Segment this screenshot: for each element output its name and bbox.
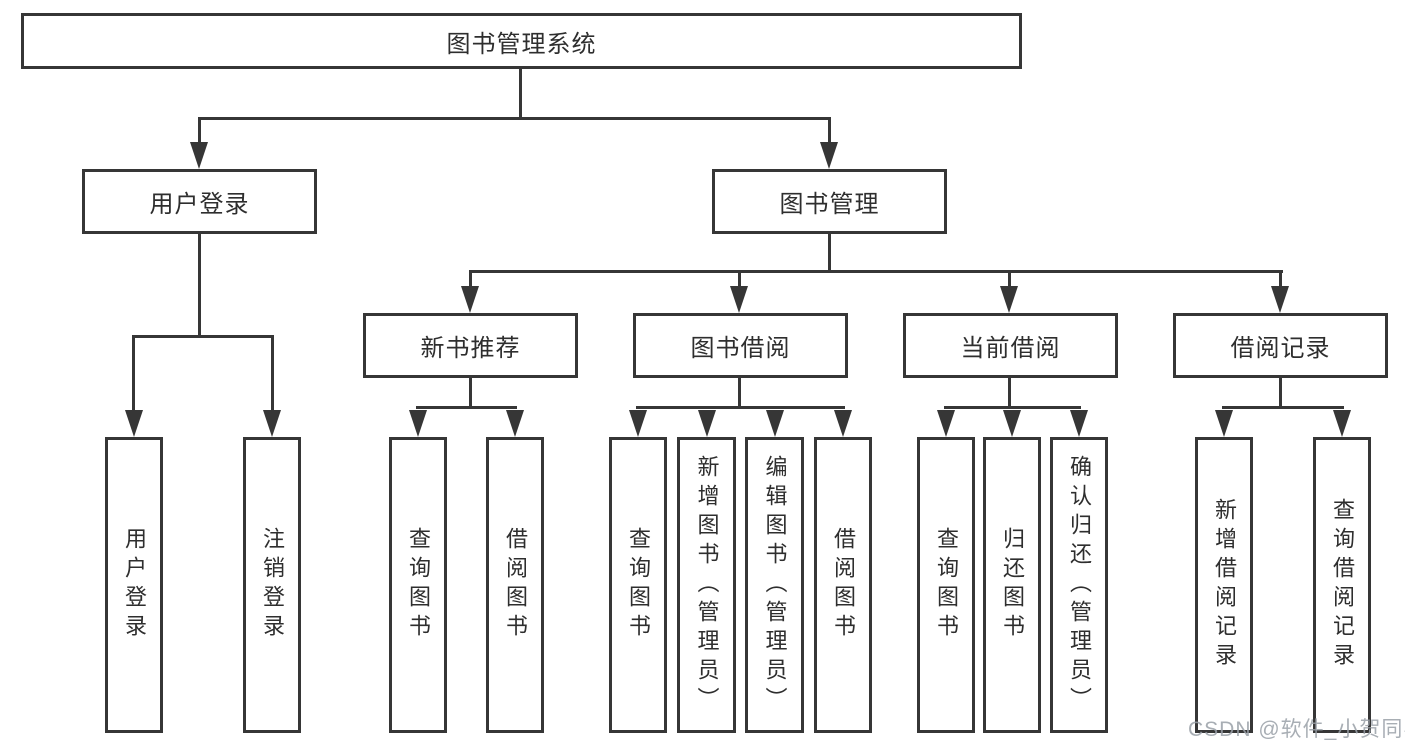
connector-line <box>132 335 135 415</box>
arrow-down-icon <box>730 286 748 313</box>
connector-line <box>469 378 472 409</box>
node-label: 查询图书 <box>934 527 959 643</box>
arrow-down-icon <box>506 410 524 437</box>
node-label: 查询借阅记录 <box>1330 498 1355 672</box>
connector-line <box>469 270 1283 273</box>
leaf-add-books-admin: 新增图书（管理员） <box>677 437 736 733</box>
arrow-down-icon <box>461 286 479 313</box>
node-label: 图书管理系统 <box>446 30 597 58</box>
csdn-watermark: CSDN @软件_小贺同学 <box>1188 718 1405 741</box>
node-label: 当前借阅 <box>960 335 1061 362</box>
arrow-down-icon <box>937 410 955 437</box>
connector-line <box>198 117 201 150</box>
node-label: 新增图书（管理员） <box>694 454 720 716</box>
connector-line <box>469 270 472 292</box>
connector-line <box>416 406 517 409</box>
node-label: 图书借阅 <box>690 335 791 362</box>
node-borrowing-records: 借阅记录 <box>1173 313 1388 378</box>
connector-line <box>1222 406 1344 409</box>
connector-line <box>519 69 522 119</box>
arrow-down-icon <box>1070 410 1088 437</box>
arrow-down-icon <box>1215 410 1233 437</box>
arrow-down-icon <box>1000 286 1018 313</box>
node-current-borrowing: 当前借阅 <box>903 313 1118 378</box>
node-label: 新书推荐 <box>420 335 521 362</box>
connector-line <box>198 117 831 120</box>
arrow-down-icon <box>1003 410 1021 437</box>
node-label: 借阅图书 <box>503 527 528 643</box>
node-new-book-recommend: 新书推荐 <box>363 313 578 378</box>
node-label: 注销登录 <box>260 527 285 643</box>
arrow-down-icon <box>409 410 427 437</box>
node-label: 图书管理 <box>779 191 880 218</box>
connector-line <box>1008 378 1011 409</box>
node-label: 编辑图书（管理员） <box>762 454 788 716</box>
connector-line <box>1279 270 1282 292</box>
connector-line <box>271 335 274 415</box>
arrow-down-icon <box>263 410 281 437</box>
node-label: 新增借阅记录 <box>1212 498 1237 672</box>
arrow-down-icon <box>1333 410 1351 437</box>
connector-line <box>1008 270 1011 292</box>
node-book-management-branch: 图书管理 <box>712 169 947 234</box>
connector-line <box>132 335 274 338</box>
connector-line <box>828 117 831 150</box>
node-label: 查询图书 <box>626 527 651 643</box>
leaf-user-login: 用户登录 <box>105 437 163 733</box>
node-label: 用户登录 <box>149 191 250 218</box>
node-label: 用户登录 <box>122 527 147 643</box>
leaf-borrow-books: 借阅图书 <box>814 437 872 733</box>
leaf-return-books: 归还图书 <box>983 437 1041 733</box>
leaf-confirm-return-admin: 确认归还（管理员） <box>1050 437 1108 733</box>
node-label: 归还图书 <box>1000 527 1025 643</box>
arrow-down-icon <box>190 142 208 169</box>
leaf-edit-books-admin: 编辑图书（管理员） <box>745 437 804 733</box>
connector-line <box>738 270 741 292</box>
leaf-borrow-books-recommend: 借阅图书 <box>486 437 544 733</box>
node-root-library-system: 图书管理系统 <box>21 13 1022 69</box>
connector-line <box>198 234 201 337</box>
node-label: 借阅记录 <box>1230 335 1331 362</box>
arrow-down-icon <box>125 410 143 437</box>
arrow-down-icon <box>698 410 716 437</box>
leaf-logout: 注销登录 <box>243 437 301 733</box>
node-book-borrowing: 图书借阅 <box>633 313 848 378</box>
leaf-query-books-borrow: 查询图书 <box>609 437 667 733</box>
connector-line <box>636 406 845 409</box>
node-label: 借阅图书 <box>831 527 856 643</box>
connector-line <box>944 406 1081 409</box>
arrow-down-icon <box>766 410 784 437</box>
connector-line <box>738 378 741 409</box>
node-label: 确认归还（管理员） <box>1067 454 1092 716</box>
arrow-down-icon <box>834 410 852 437</box>
node-label: 查询图书 <box>406 527 431 643</box>
connector-line <box>828 234 831 272</box>
arrow-down-icon <box>1271 286 1289 313</box>
leaf-add-borrow-record: 新增借阅记录 <box>1195 437 1253 733</box>
arrow-down-icon <box>820 142 838 169</box>
arrow-down-icon <box>629 410 647 437</box>
leaf-query-borrow-record: 查询借阅记录 <box>1313 437 1371 733</box>
leaf-query-books-current: 查询图书 <box>917 437 975 733</box>
leaf-query-books-recommend: 查询图书 <box>389 437 447 733</box>
node-user-login-branch: 用户登录 <box>82 169 317 234</box>
connector-line <box>1279 378 1282 409</box>
